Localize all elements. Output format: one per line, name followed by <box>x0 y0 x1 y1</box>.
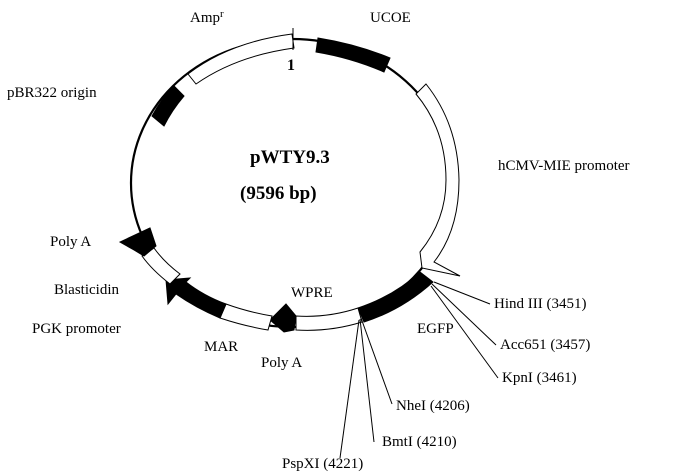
wpre-label: WPRE <box>291 285 333 301</box>
mar-segment <box>219 303 273 331</box>
kpni-leader <box>430 285 499 379</box>
egfp-segment <box>357 271 434 323</box>
pgk-label: PGK promoter <box>32 321 121 337</box>
bmti-leader <box>359 318 375 443</box>
hcmv-segment <box>415 83 461 277</box>
bmti-label: BmtI (4210) <box>382 434 457 450</box>
kpni-label: KpnI (3461) <box>502 370 577 386</box>
nhei-label: NheI (4206) <box>396 398 470 414</box>
wpre-segment <box>295 307 363 331</box>
pspxi-label: PspXI (4221) <box>282 456 363 472</box>
pbr322-label: pBR322 origin <box>7 85 97 101</box>
pgk-segment <box>175 281 227 319</box>
polya-bottom-label: Poly A <box>261 355 302 371</box>
hindiii-label: Hind III (3451) <box>494 296 586 312</box>
plasmid-size: (9596 bp) <box>240 183 317 204</box>
ampr-segment <box>187 33 295 85</box>
ampr-label: Ampr <box>190 8 224 26</box>
mar-label: MAR <box>204 339 238 355</box>
acc651-leader <box>431 283 497 346</box>
hindiii-leader <box>433 281 491 305</box>
pspxi-leader <box>339 319 360 459</box>
ucoe-label: UCOE <box>370 10 411 26</box>
acc651-label: Acc651 (3457) <box>500 337 590 353</box>
origin-marker: 1 <box>287 57 295 74</box>
blasticidin-label: Blasticidin <box>54 282 119 298</box>
egfp-label: EGFP <box>417 321 454 337</box>
ucoe-segment <box>315 37 391 73</box>
pbr322-segment <box>151 85 185 127</box>
polya-left-label: Poly A <box>50 234 91 250</box>
blasticidin-segment <box>165 277 192 306</box>
nhei-leader <box>360 317 393 405</box>
hcmv-label: hCMV-MIE promoter <box>498 158 630 174</box>
polya-bottom-segment <box>269 303 297 333</box>
plasmid-name: pWTY9.3 <box>250 147 330 168</box>
polya-left-segment <box>118 227 157 257</box>
